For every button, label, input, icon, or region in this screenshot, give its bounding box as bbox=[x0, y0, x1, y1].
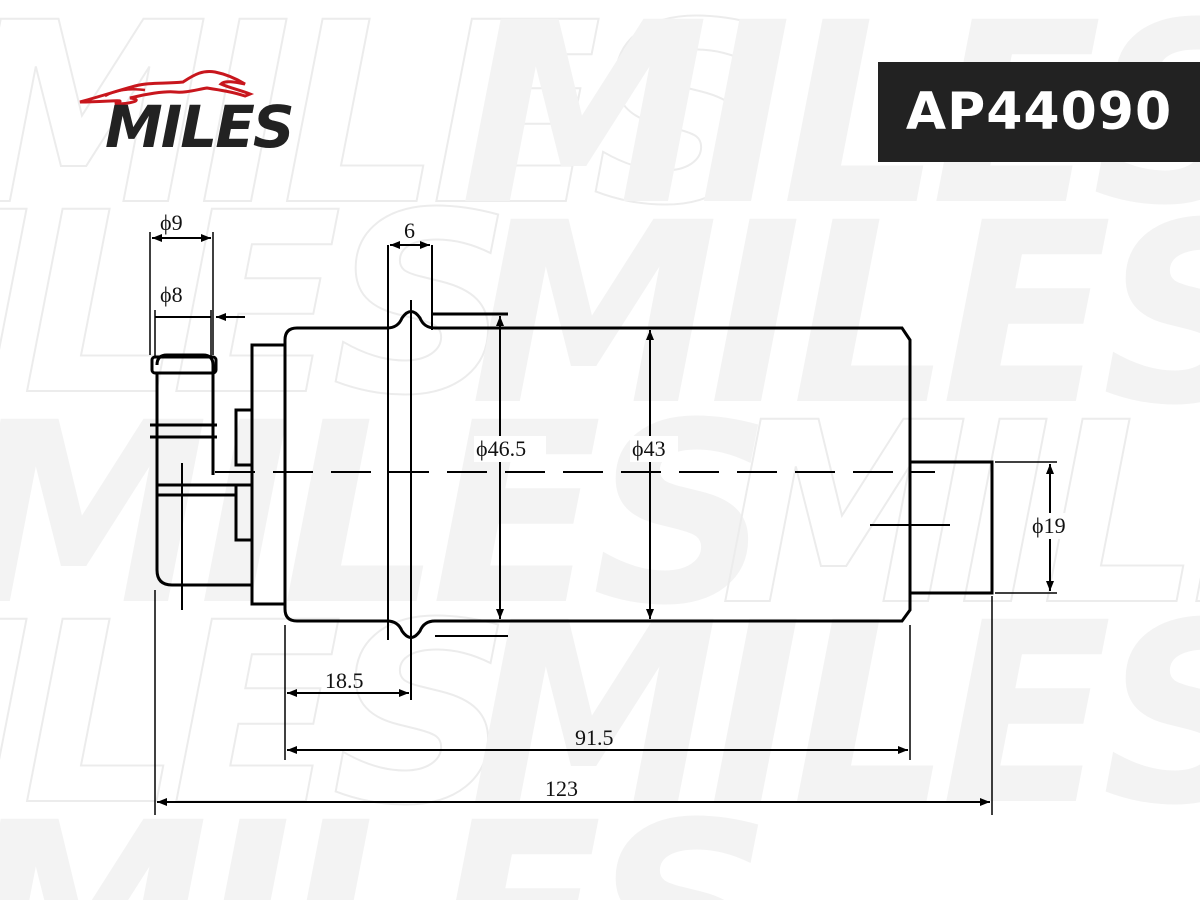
watermark: MILES bbox=[470, 569, 1200, 860]
watermark: MILES bbox=[0, 790, 772, 900]
dim-body-length: 91.5 bbox=[575, 725, 614, 750]
dim-inlet-outer: ϕ9 bbox=[160, 210, 183, 235]
dim-outlet-diameter: ϕ19 bbox=[1032, 513, 1066, 538]
brand-logo: MILES bbox=[75, 60, 355, 160]
brand-name: MILES bbox=[105, 93, 295, 161]
dim-total-length: 123 bbox=[545, 776, 578, 801]
dim-groove-width: 6 bbox=[404, 218, 415, 243]
dim-groove-offset: 18.5 bbox=[325, 668, 364, 693]
part-number: AP44090 bbox=[905, 82, 1173, 142]
dimension-labels: ϕ9 ϕ8 6 ϕ46.5 ϕ43 ϕ19 18.5 91.5 123 bbox=[160, 210, 1078, 801]
watermark: MILES bbox=[719, 369, 1200, 660]
watermark: MILES bbox=[0, 0, 773, 260]
dim-body-max-diameter: ϕ46.5 bbox=[476, 436, 526, 461]
dim-inlet-inner: ϕ8 bbox=[160, 282, 183, 307]
dim-body-diameter: ϕ43 bbox=[632, 436, 666, 461]
watermark: MILES bbox=[0, 369, 772, 660]
part-number-badge: AP44090 bbox=[878, 62, 1200, 162]
greyhound-icon bbox=[79, 70, 255, 106]
watermark: MILES bbox=[470, 169, 1200, 460]
watermark: MILES bbox=[0, 159, 513, 450]
dimension-lines bbox=[149, 232, 1057, 815]
pump-outline bbox=[150, 310, 994, 639]
